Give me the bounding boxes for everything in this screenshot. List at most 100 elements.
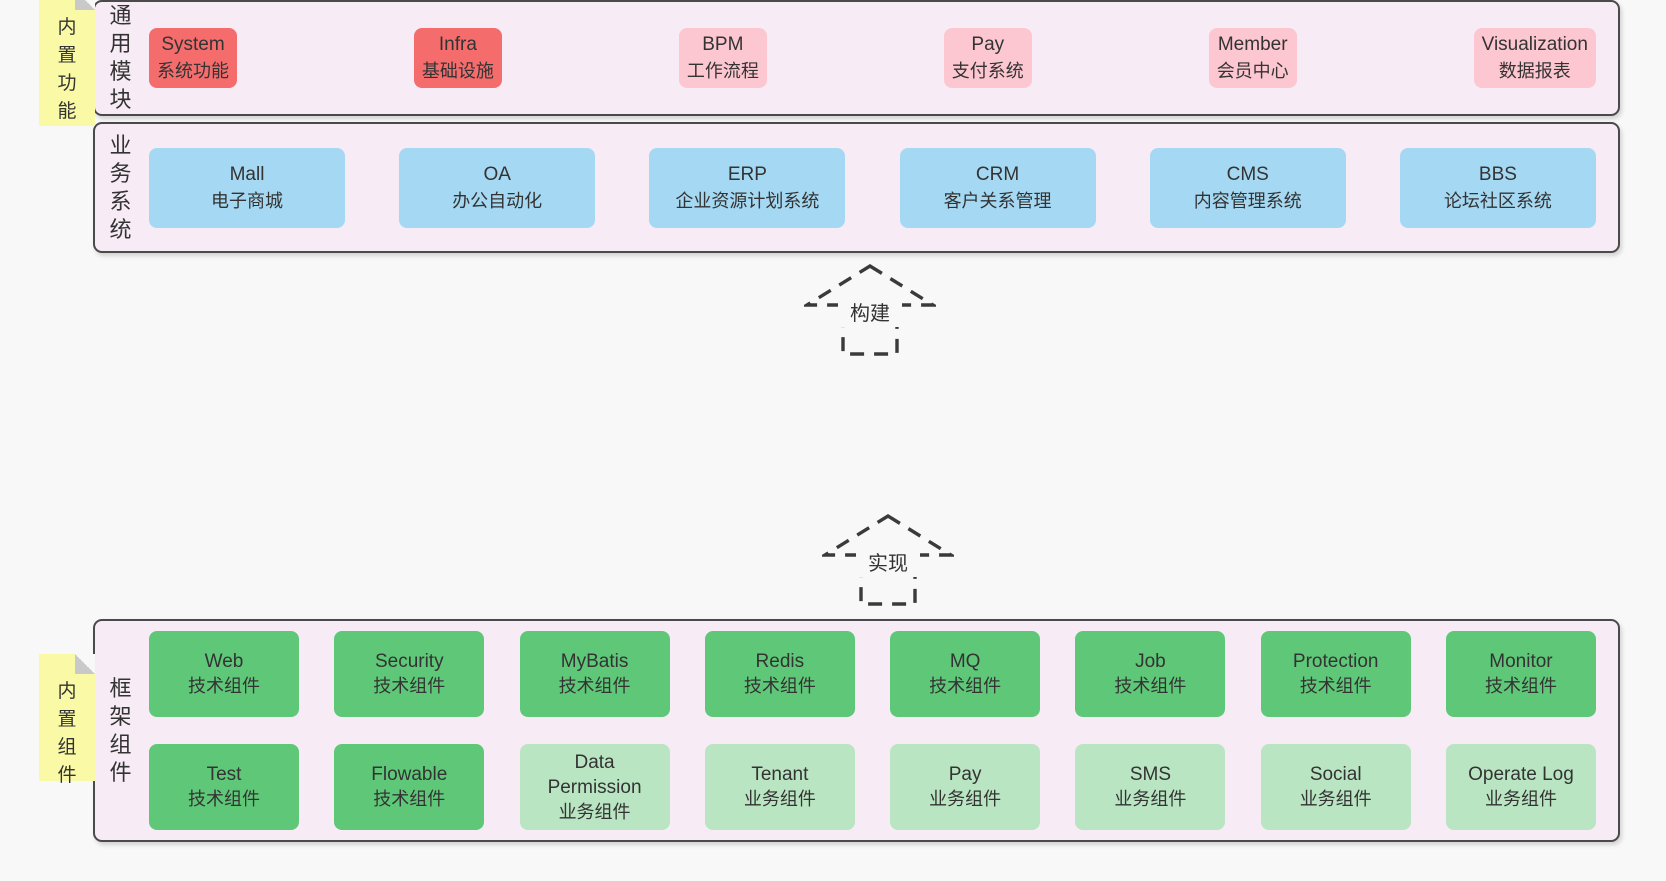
module-subtitle: 技术组件	[373, 789, 446, 809]
module-title: Tenant	[751, 764, 809, 785]
box-pay: Pay 业务组件	[890, 744, 1041, 830]
box-flowable: Flowable 技术组件	[334, 744, 485, 830]
box-social: Social 业务组件	[1260, 744, 1411, 830]
box-bpm: BPM 工作流程	[678, 28, 767, 88]
module-row: Test 技术组件 Flowable 技术组件 Data Permission …	[149, 744, 1596, 830]
box-web: Web 技术组件	[149, 631, 299, 717]
module-subtitle: 业务组件	[743, 789, 816, 809]
box-crm: CRM 客户关系管理	[899, 147, 1096, 228]
module-title: Web	[204, 651, 244, 672]
box-system: System 系统功能	[149, 28, 237, 88]
box-operate-log: Operate Log 业务组件	[1445, 744, 1596, 830]
module-row: System 系统功能 Infra 基础设施 BPM 工作流程 Pay 支付系统…	[149, 28, 1596, 88]
module-subtitle: 论坛社区系统	[1443, 190, 1552, 211]
module-title: Security	[374, 651, 444, 672]
module-title: Data Permission	[547, 751, 642, 798]
module-subtitle: 技术组件	[1299, 676, 1372, 696]
business-systems-panel: 业 务 系 统 Mall 电子商城 OA 办公自动化 ERP 企业资源计划系统 …	[93, 122, 1620, 253]
box-data-permission: Data Permission 业务组件	[519, 744, 670, 830]
module-title: Mall	[229, 163, 265, 185]
module-title: BPM	[702, 34, 744, 55]
module-subtitle: 会员中心	[1216, 61, 1289, 81]
common-modules-panel: 内 置 功 能 通 用 模 块 System 系统功能 Infra 基础设施 B…	[39, 0, 1620, 126]
module-title: System	[161, 34, 225, 55]
module-title: Pay	[948, 764, 982, 785]
box-oa: OA 办公自动化	[399, 147, 596, 228]
box-mq: MQ 技术组件	[890, 631, 1041, 717]
module-subtitle: 技术组件	[188, 676, 260, 696]
box-security: Security 技术组件	[334, 631, 485, 717]
module-title: OA	[483, 163, 511, 185]
module-title: SMS	[1129, 764, 1171, 785]
module-subtitle: 技术组件	[1484, 676, 1557, 696]
box-visualization: Visualization 数据报表	[1473, 28, 1596, 88]
arrow-label: 实现	[868, 552, 908, 575]
module-title: Protection	[1292, 651, 1379, 672]
module-title: BBS	[1478, 163, 1517, 185]
box-sms: SMS 业务组件	[1075, 744, 1226, 830]
module-title: Pay	[971, 34, 1005, 55]
module-subtitle: 技术组件	[929, 676, 1002, 696]
box-job: Job 技术组件	[1075, 631, 1226, 717]
module-title: Redis	[755, 651, 805, 672]
box-mall: Mall 电子商城	[149, 147, 345, 228]
box-protection: Protection 技术组件	[1260, 631, 1411, 717]
module-subtitle: 技术组件	[1114, 676, 1187, 696]
box-infra: Infra 基础设施	[413, 28, 502, 88]
module-subtitle: 数据报表	[1498, 61, 1571, 81]
box-pay: Pay 支付系统	[943, 28, 1032, 88]
sticky-note-tab-framework-components: 内 置 组 件	[39, 654, 95, 786]
module-title: Social	[1309, 764, 1362, 785]
module-row: Web 技术组件 Security 技术组件 MyBatis 技术组件 Redi…	[149, 631, 1596, 717]
arrow-label: 构建	[850, 302, 890, 325]
box-mybatis: MyBatis 技术组件	[519, 631, 670, 717]
module-subtitle: 客户关系管理	[943, 190, 1052, 211]
module-subtitle: 业务组件	[929, 789, 1002, 809]
module-title: Flowable	[371, 764, 448, 785]
module-title: Job	[1135, 651, 1166, 672]
box-cms: CMS 内容管理系统	[1149, 147, 1346, 228]
module-title: Infra	[438, 34, 477, 55]
module-subtitle: 技术组件	[373, 676, 446, 696]
section-side-label: 通 用 模 块	[109, 3, 133, 112]
module-title: Member	[1217, 34, 1288, 55]
box-erp: ERP 企业资源计划系统	[649, 147, 846, 228]
module-subtitle: 基础设施	[421, 61, 494, 81]
box-tenant: Tenant 业务组件	[704, 744, 855, 830]
module-title: CRM	[975, 163, 1020, 185]
module-title: Visualization	[1481, 34, 1588, 55]
module-subtitle: 内容管理系统	[1193, 190, 1302, 211]
box-redis: Redis 技术组件	[704, 631, 855, 717]
module-subtitle: 业务组件	[1299, 789, 1372, 809]
module-subtitle: 业务组件	[1114, 789, 1187, 809]
box-bbs: BBS 论坛社区系统	[1399, 147, 1596, 228]
box-member: Member 会员中心	[1208, 28, 1297, 88]
box-monitor: Monitor 技术组件	[1445, 631, 1596, 717]
section-side-label: 业 务 系 统	[109, 132, 133, 242]
module-title: CMS	[1226, 163, 1269, 185]
module-title: Monitor	[1489, 651, 1553, 672]
module-subtitle: 技术组件	[558, 676, 631, 696]
module-subtitle: 电子商城	[211, 190, 283, 211]
module-subtitle: 业务组件	[1484, 789, 1557, 809]
arrow-build: 构建	[804, 262, 936, 358]
module-title: ERP	[727, 163, 767, 185]
module-subtitle: 业务组件	[558, 801, 631, 822]
module-subtitle: 工作流程	[686, 61, 759, 81]
module-title: Operate Log	[1468, 764, 1574, 785]
arrow-implement: 实现	[822, 512, 954, 608]
sticky-note-tab-common-modules: 内 置 功 能	[39, 0, 95, 126]
module-subtitle: 企业资源计划系统	[675, 190, 820, 211]
module-rows: Web 技术组件 Security 技术组件 MyBatis 技术组件 Redi…	[147, 631, 1618, 830]
module-rows: Mall 电子商城 OA 办公自动化 ERP 企业资源计划系统 CRM 客户关系…	[147, 147, 1618, 228]
module-subtitle: 支付系统	[951, 61, 1024, 81]
module-title: MyBatis	[560, 651, 629, 672]
module-subtitle: 技术组件	[743, 676, 816, 696]
section-side-label: 框 架 组 件	[109, 675, 133, 785]
module-title: Test	[206, 764, 242, 785]
module-title: MQ	[949, 651, 981, 672]
module-subtitle: 系统功能	[157, 61, 229, 81]
module-subtitle: 技术组件	[188, 789, 260, 809]
module-row: Mall 电子商城 OA 办公自动化 ERP 企业资源计划系统 CRM 客户关系…	[149, 147, 1596, 228]
